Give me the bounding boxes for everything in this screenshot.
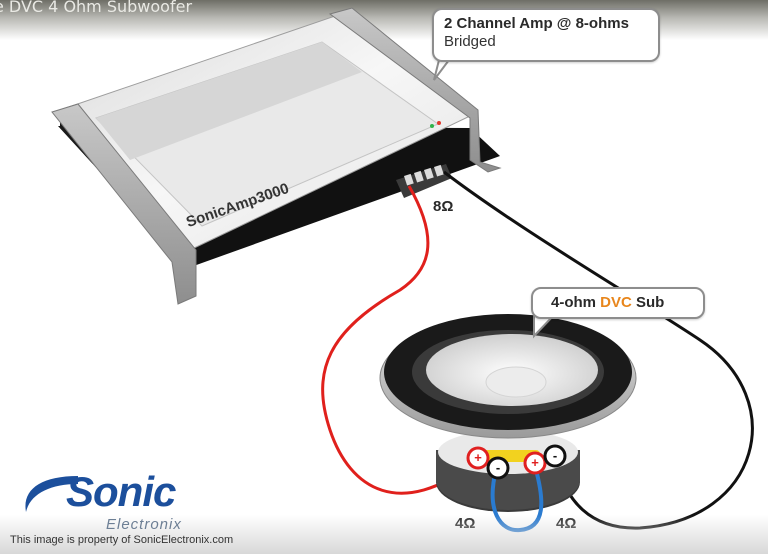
amp-callout: 2 Channel Amp @ 8-ohms Bridged: [432, 8, 660, 62]
bottom-fade: [0, 515, 768, 554]
terminal-pos-2: [523, 451, 547, 475]
terminal-neg-2: [543, 444, 567, 468]
terminal-pos-1: [466, 446, 490, 470]
amp-callout-title: 2 Channel Amp @ 8-ohms: [444, 15, 629, 32]
terminal-neg-2-sign: -: [552, 448, 558, 463]
sub-callout-prefix: 4-ohm: [551, 294, 601, 311]
copyright-notice: This image is property of SonicElectroni…: [10, 534, 234, 546]
terminal-neg-1: [486, 456, 510, 480]
logo-swoosh-icon: [25, 476, 78, 512]
terminal-pos-1-sign: +: [474, 450, 482, 465]
sub-callout-suffix: Sub: [631, 294, 665, 311]
sub-callout-text: 4-ohm DVC Sub: [551, 294, 664, 311]
positive-wire: [321, 185, 477, 495]
subwoofer: [379, 314, 637, 512]
power-led-green: [430, 124, 434, 128]
terminal-neg-1-sign: -: [495, 460, 501, 475]
amp-impedance-label: 8Ω: [433, 198, 454, 215]
logo-primary: Sonic: [66, 468, 176, 515]
sub-callout: 4-ohm DVC Sub: [531, 287, 705, 319]
logo-secondary: Electronix: [106, 516, 182, 533]
protect-led-red: [437, 121, 441, 125]
video-title: e DVC 4 Ohm Subwoofer: [0, 0, 193, 16]
amplifier: [51, 7, 502, 305]
amp-callout-subtitle: Bridged: [444, 33, 496, 50]
terminal-pos-2-sign: +: [531, 455, 539, 470]
sub-callout-accent: DVC: [600, 294, 632, 311]
